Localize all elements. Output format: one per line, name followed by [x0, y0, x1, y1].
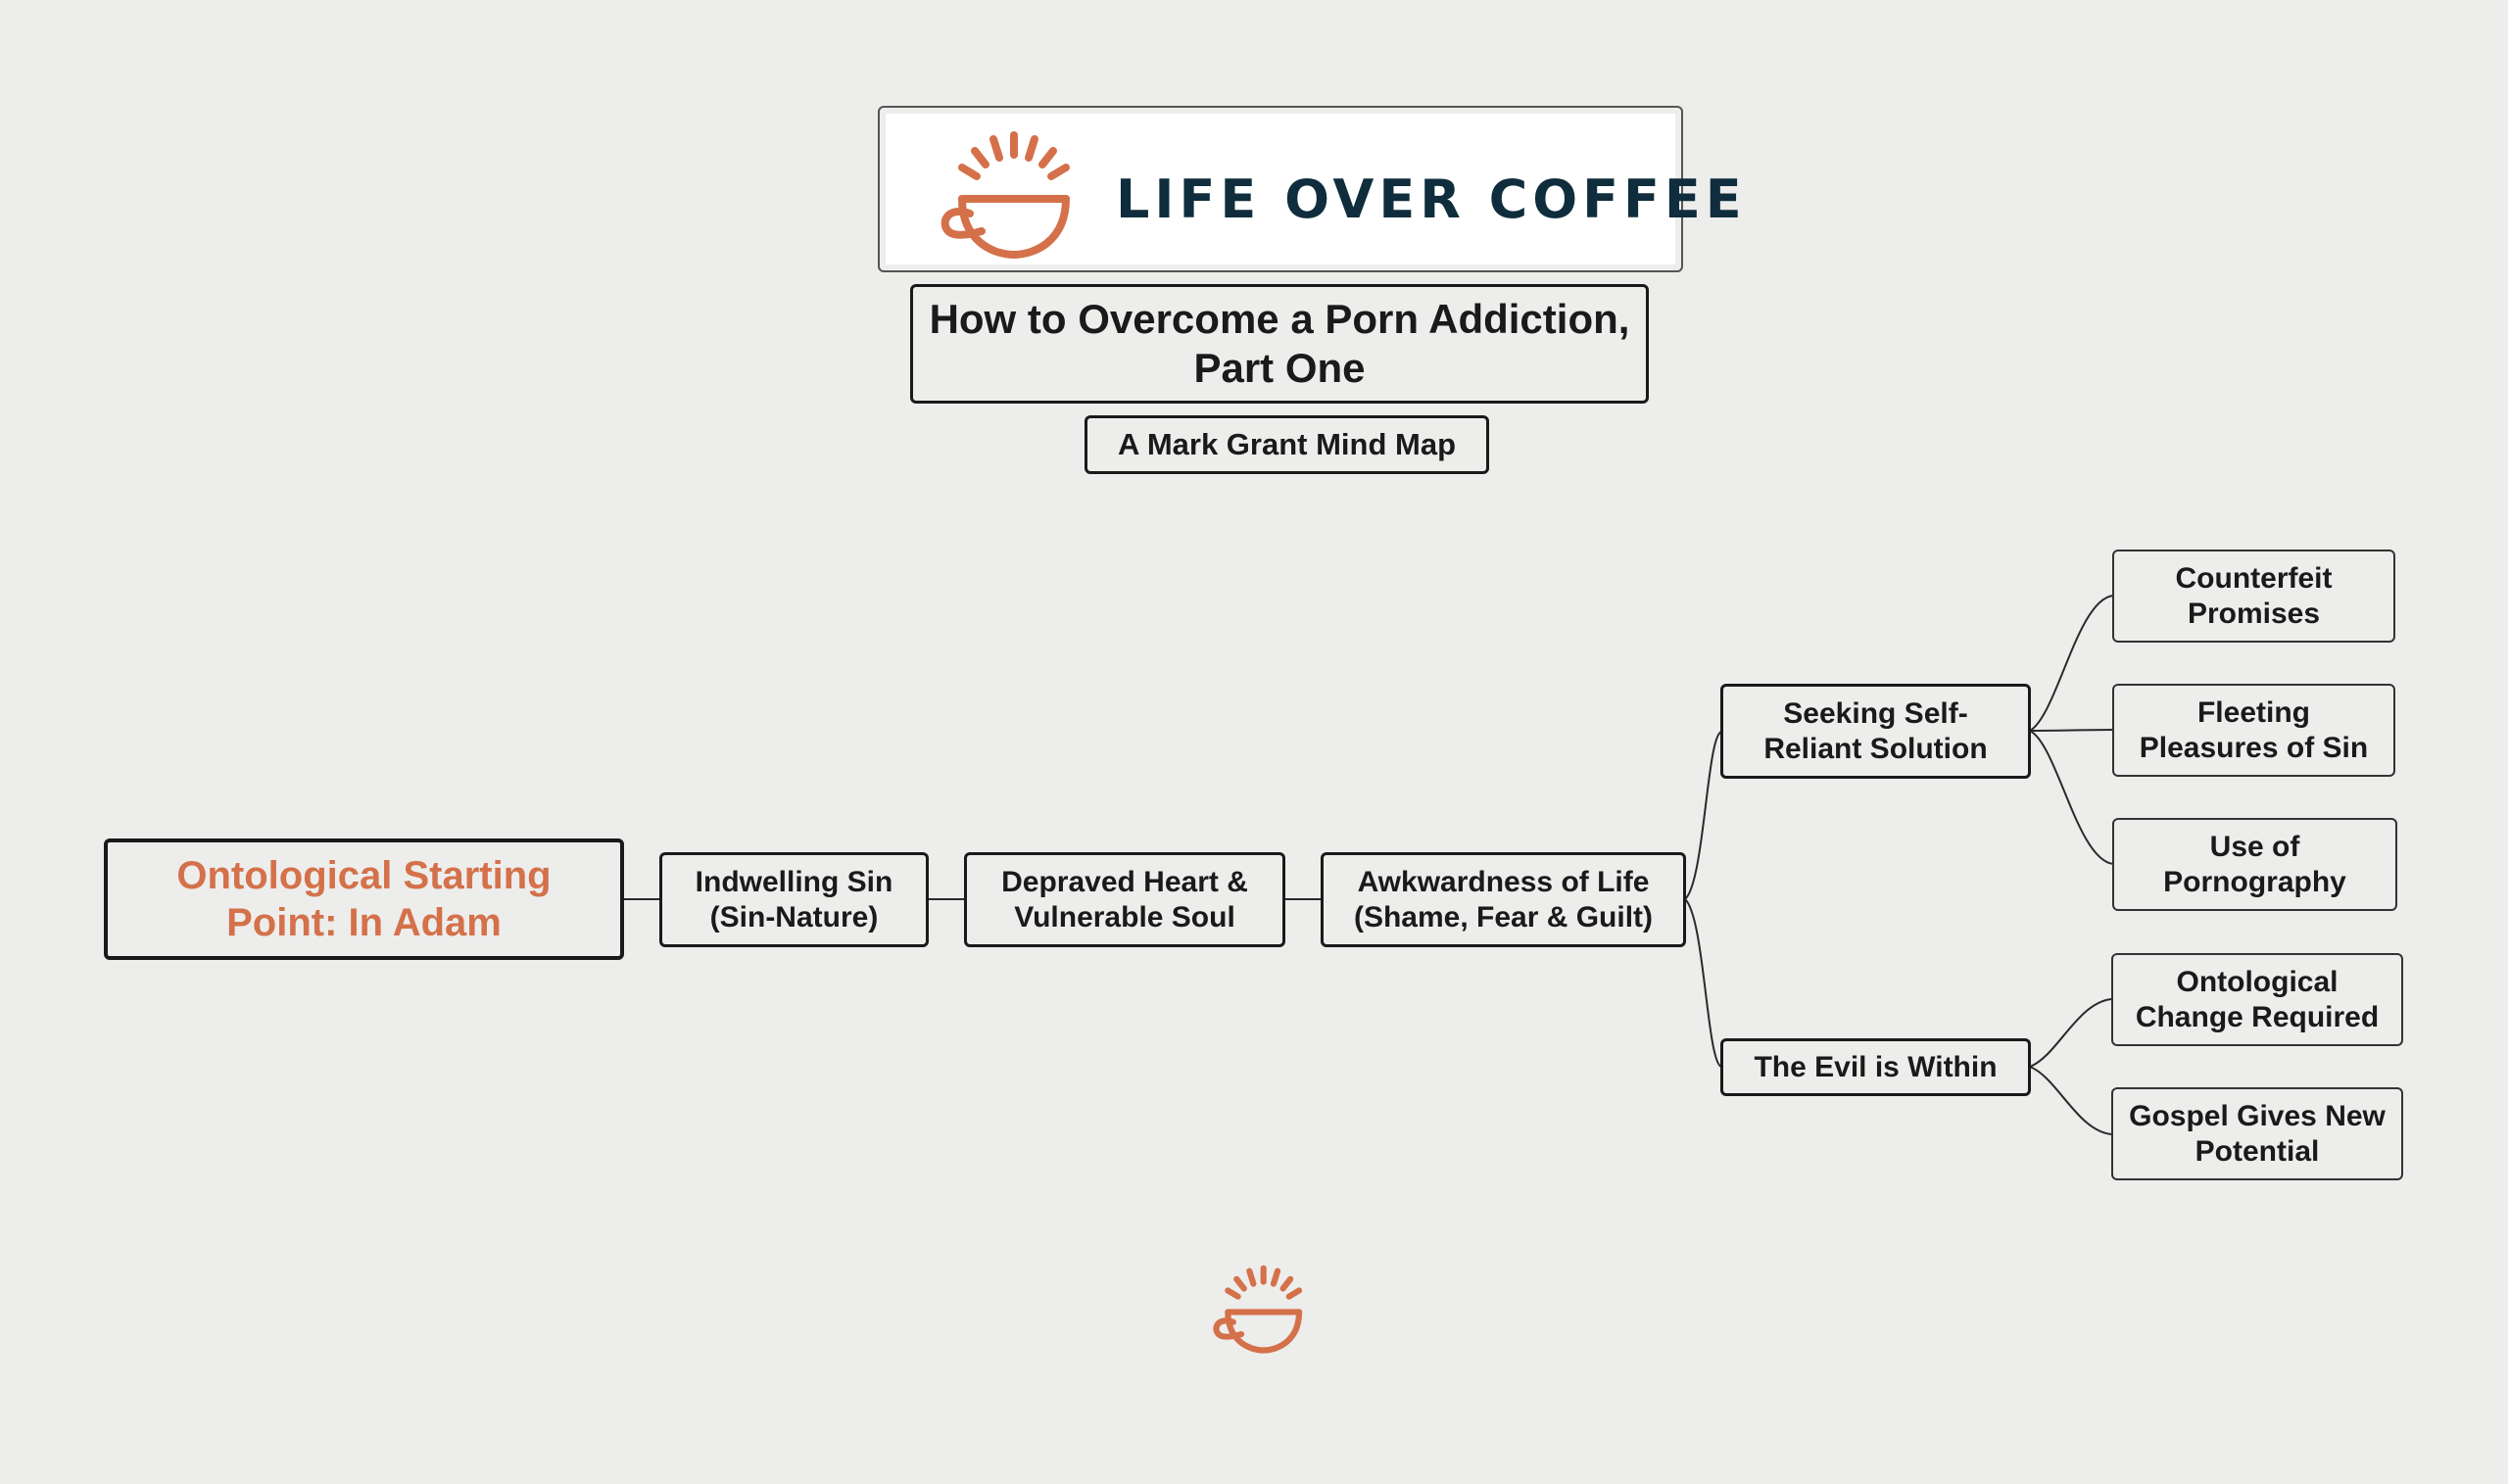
connector-awkwardness-evil [1684, 898, 1722, 1068]
node-depraved-heart: Depraved Heart & Vulnerable Soul [964, 852, 1285, 947]
node-awkwardness-of-life-text: Awkwardness of Life (Shame, Fear & Guilt… [1353, 865, 1654, 933]
page-title: How to Overcome a Porn Addiction, Part O… [910, 284, 1649, 404]
root-node-text: Ontological Starting Point: In Adam [176, 854, 552, 944]
root-node: Ontological Starting Point: In Adam [104, 838, 624, 960]
node-seeking-self-reliant-text: Seeking Self-Reliant Solution [1763, 696, 1988, 765]
logo-wordmark: LIFE OVER COFFEE [1116, 168, 1747, 230]
leaf-gospel-new-potential: Gospel Gives New Potential [2111, 1087, 2403, 1180]
node-awkwardness-of-life: Awkwardness of Life (Shame, Fear & Guilt… [1321, 852, 1686, 947]
connector-seeking-use [2029, 730, 2114, 865]
leaf-gospel-new-potential-text: Gospel Gives New Potential [2129, 1099, 2386, 1168]
node-indwelling-sin-text: Indwelling Sin (Sin-Nature) [695, 865, 893, 933]
leaf-use-of-pornography-text: Use of Pornography [2163, 830, 2346, 898]
leaf-ontological-change: Ontological Change Required [2111, 953, 2403, 1046]
connector-awkwardness-seeking [1684, 731, 1722, 900]
node-depraved-heart-text: Depraved Heart & Vulnerable Soul [1001, 865, 1248, 933]
node-evil-within: The Evil is Within [1720, 1038, 2031, 1096]
leaf-ontological-change-text: Ontological Change Required [2135, 965, 2380, 1033]
node-seeking-self-reliant: Seeking Self-Reliant Solution [1720, 684, 2031, 779]
connector-evil-gospel [2029, 1066, 2112, 1135]
leaf-counterfeit-promises-text: Counterfeit Promises [2175, 561, 2333, 630]
connector-seeking-fleeting [2029, 729, 2114, 732]
logo-inner: LIFE OVER COFFEE [886, 114, 1742, 264]
node-indwelling-sin: Indwelling Sin (Sin-Nature) [659, 852, 929, 947]
coffee-cup-sunrise-icon [940, 131, 1070, 260]
page-subtitle-text: A Mark Grant Mind Map [1117, 427, 1457, 462]
leaf-fleeting-pleasures-text: Fleeting Pleasures of Sin [2139, 695, 2369, 764]
leaf-fleeting-pleasures: Fleeting Pleasures of Sin [2112, 684, 2395, 777]
page-subtitle: A Mark Grant Mind Map [1085, 415, 1489, 474]
connector-seeking-counterfeit [2029, 595, 2114, 732]
connector-evil-ontological [2029, 998, 2112, 1068]
page-title-text: How to Overcome a Porn Addiction, Part O… [929, 295, 1630, 391]
leaf-use-of-pornography: Use of Pornography [2112, 818, 2397, 911]
logo-banner: LIFE OVER COFFEE [878, 106, 1742, 272]
coffee-cup-sunrise-icon [1213, 1265, 1303, 1354]
leaf-counterfeit-promises: Counterfeit Promises [2112, 550, 2395, 643]
node-evil-within-text: The Evil is Within [1754, 1050, 1998, 1083]
